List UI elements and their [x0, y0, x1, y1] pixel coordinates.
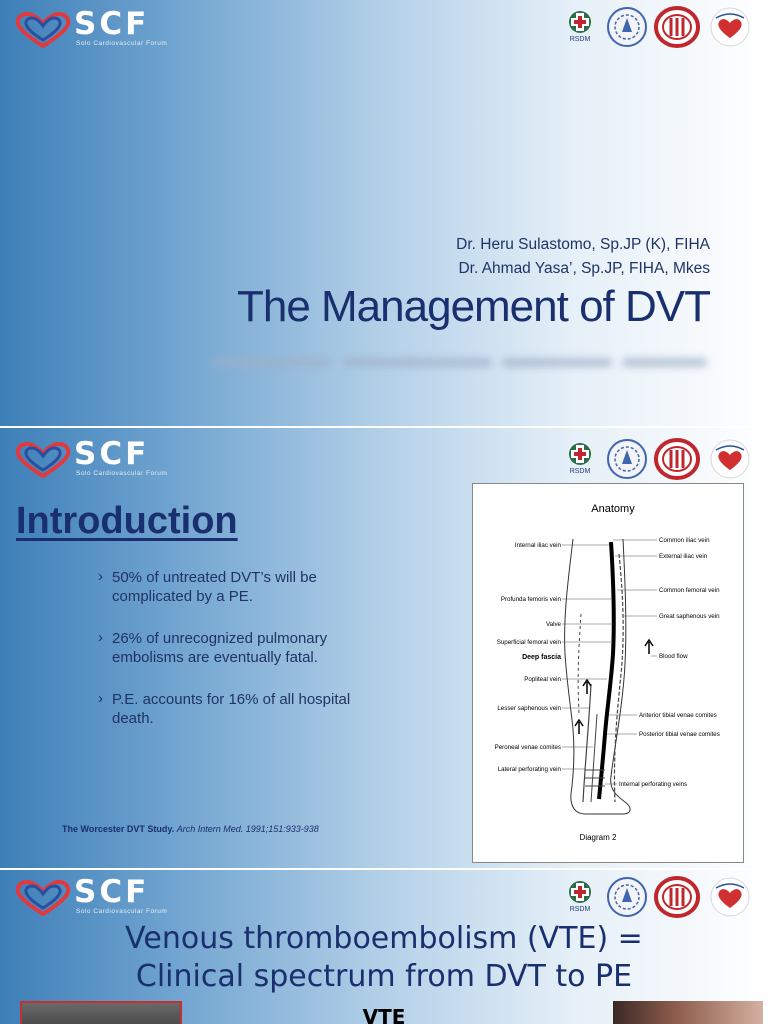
rsdm-label: RSDM	[569, 906, 591, 913]
title-line: Venous thromboembolism (VTE) =	[125, 921, 643, 956]
logo-subtitle: Solo Cardiovascular Forum	[76, 470, 168, 477]
bullet-item: 26% of unrecognized pulmonary embolisms …	[98, 628, 388, 667]
label-valve: Valve	[546, 621, 562, 628]
scf-logo: SCF Solo Cardiovascular Forum	[14, 6, 169, 50]
title-slide: SCF Solo Cardiovascular Forum RSDM D	[0, 0, 768, 426]
label-common-iliac: Common iliac vein	[659, 537, 710, 544]
rsdm-logo-icon	[569, 881, 591, 903]
university-seal-icon	[607, 7, 647, 47]
heart-logo-icon	[15, 880, 71, 916]
slide-divider	[0, 426, 768, 428]
citation-journal: Arch Intern Med. 1991;151:933-938	[176, 824, 319, 834]
figure-caption: Diagram 2	[580, 833, 617, 842]
partner-logos: RSDM	[558, 438, 758, 482]
xray-image	[20, 1001, 182, 1024]
label-superficial-femoral: Superficial femoral vein	[497, 639, 562, 646]
label-lateral-perforating: Lateral perforating vein	[498, 766, 562, 773]
association-logo-icon	[710, 7, 750, 47]
slide-title: The Management of DVT	[236, 282, 711, 331]
university-seal-icon	[607, 877, 647, 917]
label-anterior-tibial: Anterior tibial venae comites	[639, 712, 717, 719]
heart-logo-icon	[15, 442, 71, 478]
bullet-item: P.E. accounts for 16% of all hospital de…	[98, 689, 388, 728]
label-internal-perforating: Internal perforating veins	[619, 781, 687, 788]
label-blood-flow: Blood flow	[659, 653, 688, 660]
label-internal-iliac: Internal iliac vein	[515, 542, 562, 549]
author-line: Dr. Ahmad Yasa’, Sp.JP, FIHA, Mkes	[458, 260, 710, 277]
author-line: Dr. Heru Sulastomo, Sp.JP (K), FIHA	[456, 236, 710, 253]
label-great-saphenous: Great saphenous vein	[659, 613, 720, 620]
ibi-logo-icon	[654, 6, 700, 48]
heart-logo-icon	[15, 12, 71, 48]
rsdm-logo-icon	[569, 443, 591, 465]
anatomy-figure: Anatomy Internal iliac vein Profunda fem…	[472, 483, 744, 863]
label-profunda-femoris: Profunda femoris vein	[501, 596, 562, 603]
rsdm-logo-icon	[569, 11, 591, 33]
label-common-femoral: Common femoral vein	[659, 587, 720, 594]
citation-source: The Worcester DVT Study.	[62, 824, 175, 834]
association-logo-icon	[710, 877, 750, 917]
logo-text: SCF	[74, 436, 150, 472]
university-seal-icon	[607, 439, 647, 479]
label-peroneal: Peroneal venae comites	[495, 744, 561, 751]
figure-title: Anatomy	[591, 503, 635, 515]
label-external-iliac: External iliac vein	[659, 553, 708, 560]
label-popliteal: Popliteal vein	[524, 676, 561, 683]
rsdm-label: RSDM	[569, 468, 591, 475]
citation: The Worcester DVT Study. Arch Intern Med…	[62, 824, 319, 834]
logo-text: SCF	[74, 874, 150, 910]
scf-logo: SCF Solo Cardiovascular Forum	[14, 436, 169, 480]
bullet-list: 50% of untreated DVT’s will be complicat…	[98, 567, 388, 751]
label-lesser-saphenous: Lesser saphenous vein	[497, 705, 561, 712]
partner-logos: RSDM	[558, 6, 758, 50]
association-logo-icon	[710, 439, 750, 479]
slide-heading: Introduction	[16, 500, 238, 542]
ibi-logo-icon	[654, 876, 700, 918]
partner-logos: RSDM	[558, 876, 758, 920]
slide-title: Venous thromboembolism (VTE) = Clinical …	[0, 920, 768, 996]
slide-subtitle: VTE	[362, 1005, 406, 1024]
ibi-logo-icon	[654, 438, 700, 480]
logo-subtitle: Solo Cardiovascular Forum	[76, 40, 168, 47]
label-deep-fascia: Deep fascia	[522, 654, 561, 661]
author-list: Dr. Heru Sulastomo, Sp.JP (K), FIHA Dr. …	[456, 233, 710, 281]
title-line: Clinical spectrum from DVT to PE	[135, 959, 633, 994]
logo-text: SCF	[74, 6, 150, 42]
clinical-photo	[613, 1001, 763, 1024]
bullet-item: 50% of untreated DVT’s will be complicat…	[98, 567, 388, 606]
logo-subtitle: Solo Cardiovascular Forum	[76, 908, 168, 915]
label-posterior-tibial: Posterior tibial venae comites	[639, 731, 720, 738]
slide-divider	[0, 868, 768, 870]
rsdm-label: RSDM	[569, 36, 591, 43]
blurred-subtitle	[212, 358, 707, 367]
scf-logo: SCF Solo Cardiovascular Forum	[14, 874, 169, 918]
leg-vein-diagram: Anatomy Internal iliac vein Profunda fem…	[495, 503, 720, 842]
vte-slide: SCF Solo Cardiovascular Forum RSDM V	[0, 870, 768, 1024]
introduction-slide: SCF Solo Cardiovascular Forum RSDM Intro…	[0, 428, 768, 868]
